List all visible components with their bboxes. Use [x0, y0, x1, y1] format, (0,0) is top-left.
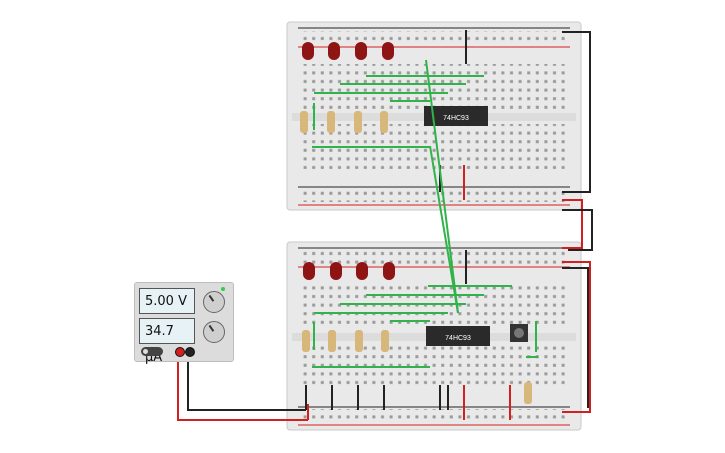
- led-icon[interactable]: [302, 42, 394, 60]
- resistor-icon[interactable]: [300, 111, 388, 133]
- power-indicator-led: [221, 287, 225, 291]
- power-supply[interactable]: 5.00 V 34.7 µA: [134, 282, 234, 365]
- resistor-icon[interactable]: [302, 330, 532, 404]
- breadboard-bottom[interactable]: 74HC93: [286, 241, 582, 431]
- chip-icon[interactable]: 74HC93: [424, 106, 488, 126]
- power-switch-icon[interactable]: [141, 347, 163, 356]
- positive-terminal[interactable]: [175, 347, 185, 357]
- chip-label-top: 74HC93: [443, 115, 469, 122]
- current-display: 34.7 µA: [139, 318, 195, 365]
- voltage-knob-icon[interactable]: [203, 291, 225, 313]
- current-knob-icon[interactable]: [203, 321, 225, 343]
- negative-terminal[interactable]: [185, 347, 195, 357]
- chip-label-bottom: 74HC93: [445, 335, 471, 342]
- pushbutton-icon[interactable]: [510, 324, 528, 342]
- voltage-display: 5.00 V: [139, 288, 195, 314]
- chip-icon[interactable]: 74HC93: [426, 326, 490, 346]
- led-icon[interactable]: [303, 262, 395, 280]
